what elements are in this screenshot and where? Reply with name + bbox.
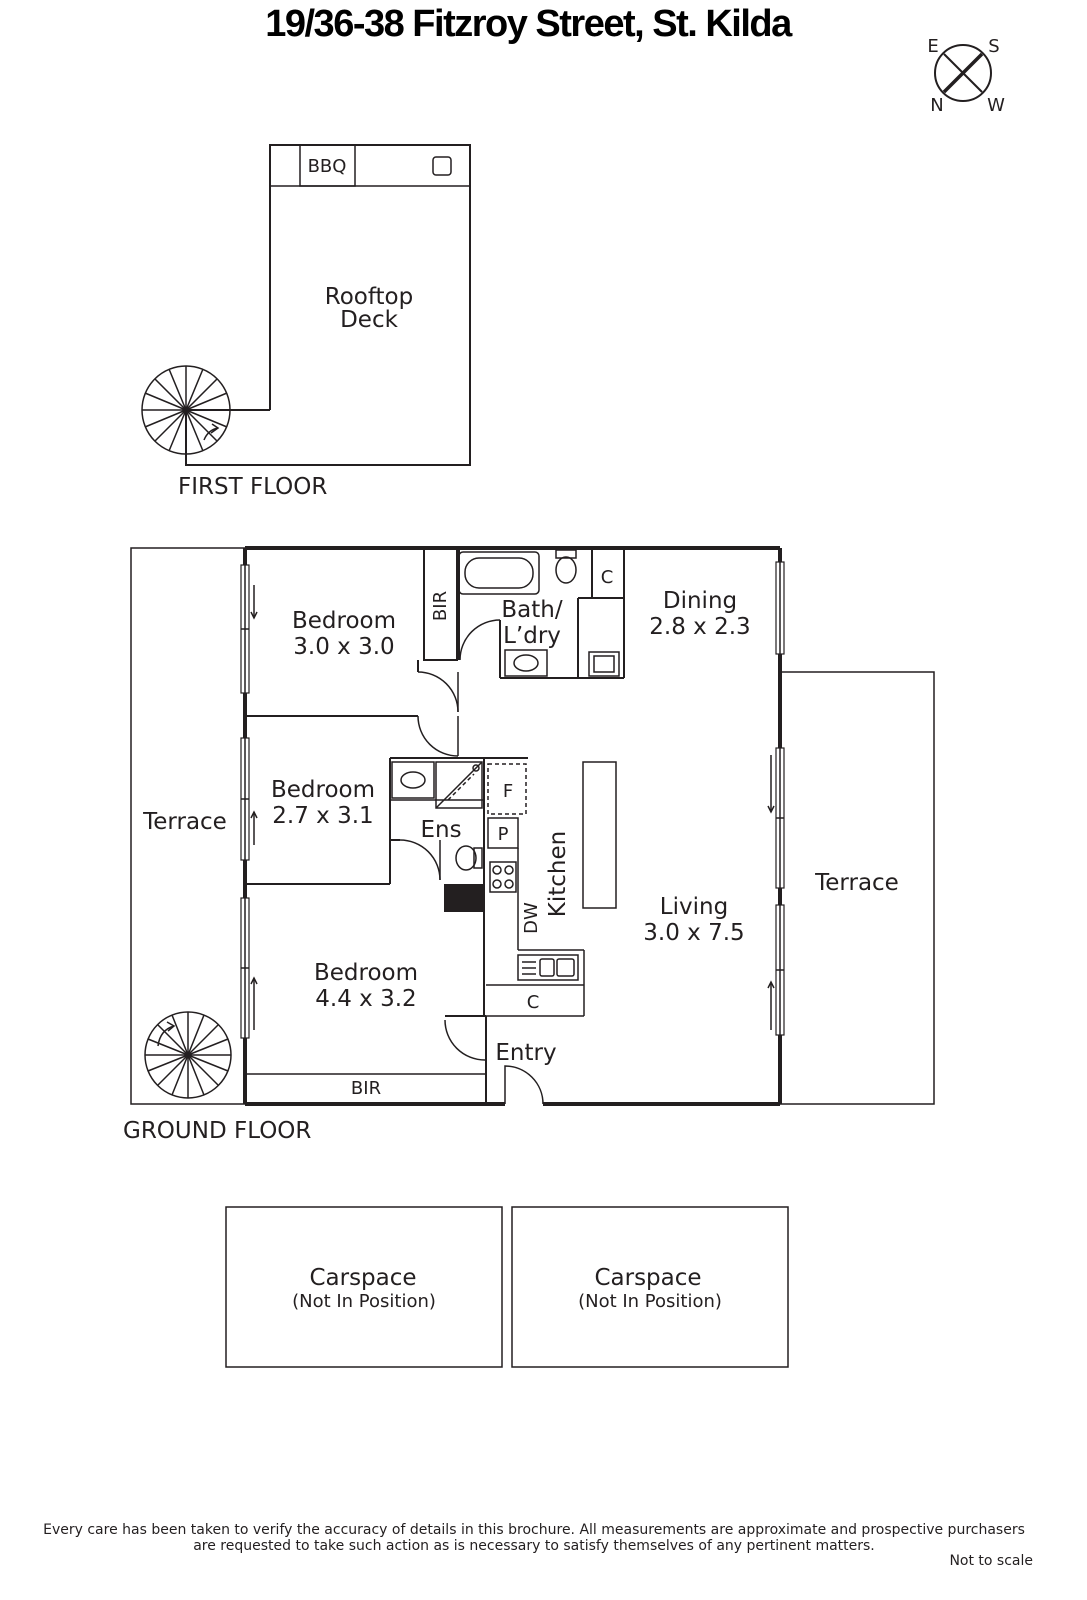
interior-walls — [245, 547, 625, 1104]
sink-icon — [432, 156, 452, 176]
rooftop-deck-label-line2: Deck — [340, 307, 399, 333]
rooftop-deck: BBQ Rooftop Deck — [185, 144, 471, 466]
doors — [399, 619, 544, 1105]
cupboard-top-label: C — [601, 567, 614, 588]
kitchen-area — [486, 761, 617, 1017]
compass-east: E — [927, 36, 938, 57]
rooftop-deck-label-line1: Rooftop — [325, 284, 413, 310]
bedroom1-size: 3.0 x 3.0 — [293, 634, 394, 660]
ensuite-fixtures — [391, 761, 483, 871]
compass-south: S — [988, 36, 999, 57]
carspace-2: Carspace (Not In Position) — [511, 1206, 789, 1368]
bath-fixtures — [458, 549, 620, 677]
scale-note: Not to scale — [949, 1553, 1033, 1569]
disclaimer-line1: Every care has been taken to verify the … — [43, 1522, 1025, 1538]
bedroom3-size: 4.4 x 3.2 — [315, 986, 416, 1012]
carspace-1: Carspace (Not In Position) — [225, 1206, 503, 1368]
cooktop-icon — [489, 861, 517, 893]
bath-label-line1: Bath/ — [501, 597, 562, 623]
compass-icon: E S N W — [927, 36, 1005, 116]
shower-icon — [435, 761, 483, 809]
basin-icon — [504, 649, 548, 677]
bedroom3-name: Bedroom — [314, 960, 418, 986]
dining-name: Dining — [663, 588, 737, 614]
carspace-2-name: Carspace — [594, 1265, 701, 1291]
spiral-stair-lower-icon — [144, 1011, 232, 1099]
left-sliding-doors — [240, 564, 258, 1039]
bedroom2-name: Bedroom — [271, 777, 375, 803]
terrace-right: Terrace — [780, 671, 935, 1105]
pantry — [487, 817, 519, 849]
disclaimer-line2: are requested to take such action as is … — [193, 1538, 875, 1554]
spiral-stair-upper-icon — [141, 365, 231, 455]
fridge-label: F — [503, 781, 513, 802]
bbq-unit — [299, 144, 356, 187]
bedroom2-size: 2.7 x 3.1 — [272, 803, 373, 829]
pantry-label: P — [498, 824, 509, 845]
laundry-tub-icon — [588, 651, 620, 677]
bedroom1-name: Bedroom — [292, 608, 396, 634]
kitchen-island — [582, 761, 617, 909]
plan-title: 19/36-38 Fitzroy Street, St. Kilda — [265, 3, 793, 45]
dishwasher-label: DW — [521, 902, 542, 934]
fridge-space — [487, 763, 527, 815]
kitchen-label: Kitchen — [545, 831, 571, 917]
carspace-1-name: Carspace — [309, 1265, 416, 1291]
living-name: Living — [660, 894, 728, 920]
terrace-left-label: Terrace — [142, 809, 227, 835]
compass-west: W — [987, 95, 1005, 116]
compass-north: N — [930, 95, 943, 116]
bathtub-icon — [458, 551, 540, 595]
entry-label: Entry — [495, 1040, 556, 1066]
ensuite-toilet-icon — [455, 845, 477, 871]
living-size: 3.0 x 7.5 — [643, 920, 744, 946]
terrace-right-label: Terrace — [814, 870, 899, 896]
toilet-icon — [555, 556, 577, 584]
ground-floor-label: GROUND FLOOR — [123, 1118, 311, 1144]
bath-label-line2: L’dry — [503, 623, 561, 649]
first-floor-label: FIRST FLOOR — [178, 474, 327, 500]
bir-top-label: BIR — [430, 591, 451, 621]
bbq-label: BBQ — [308, 156, 347, 177]
bir-bottom-label: BIR — [351, 1078, 381, 1099]
right-sliding-doors — [767, 561, 785, 1036]
dining-size: 2.8 x 2.3 — [649, 614, 750, 640]
terrace-left: Terrace — [130, 547, 245, 1105]
ensuite-label: Ens — [420, 817, 461, 843]
ensuite-basin-icon — [400, 771, 426, 789]
kitchen-sink-icon — [517, 954, 579, 981]
carspace-2-note: (Not In Position) — [578, 1291, 722, 1312]
carspace-1-note: (Not In Position) — [292, 1291, 436, 1312]
cupboard-kitchen-label: C — [527, 992, 540, 1013]
